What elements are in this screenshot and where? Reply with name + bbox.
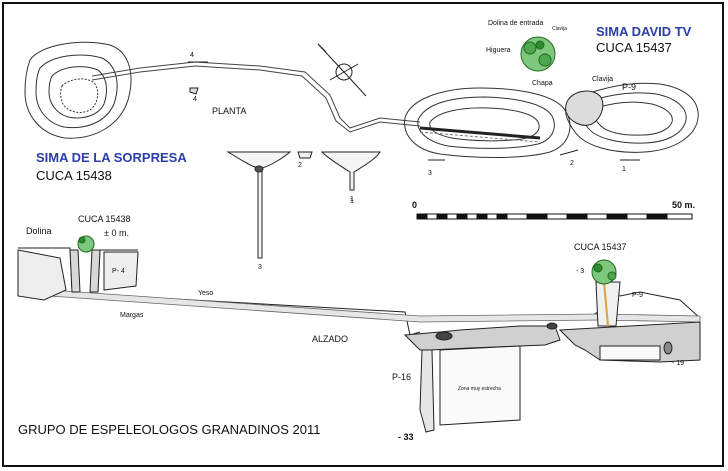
elev-cuca-left: CUCA 15438: [78, 214, 131, 224]
plan-clavija-right: Clavija: [592, 76, 614, 83]
section-profiles: [226, 151, 381, 259]
elev-cuca-right: CUCA 15437: [574, 242, 627, 252]
elev-dolina: Dolina: [26, 226, 52, 236]
david-pit-shaft: [595, 281, 621, 327]
plan-chapa: Chapa: [532, 80, 553, 87]
elev-p4: P- 4: [112, 268, 125, 275]
elev-p9: P-9: [632, 292, 643, 299]
sorpresa-elevation: [17, 249, 139, 301]
section-view-1: 1: [350, 196, 354, 203]
plan-tree-icon: [520, 36, 556, 72]
scale-bar: [416, 213, 693, 220]
plan-pit-label: P-9: [622, 82, 637, 92]
section-4-label: 4: [193, 96, 197, 103]
elev-p16: P-16: [392, 372, 412, 382]
elev-minus3: - 3: [576, 268, 585, 275]
right-tree-icon: [591, 259, 617, 285]
section-number-2: 2: [570, 160, 574, 167]
sorpresa-dolina-contours: [24, 41, 132, 139]
plan-section-markers: [188, 61, 640, 161]
elev-minus19: - 19: [672, 360, 685, 367]
scale-end: 50 m.: [672, 200, 696, 210]
scale-start: 0: [412, 200, 418, 210]
david-name: SIMA DAVID TV: [596, 24, 692, 39]
plan-passage: [91, 61, 421, 133]
footer-credit: GRUPO DE ESPELEOLOGOS GRANADINOS 2011: [18, 422, 321, 437]
elev-datum: ± 0 m.: [104, 228, 129, 238]
map-frame: [2, 2, 724, 467]
elev-zona: Zona muy estrecha: [458, 386, 501, 392]
elev-yeso: Yeso: [198, 290, 214, 297]
elev-margas: Margas: [120, 312, 144, 319]
david-plan-shaft: [419, 90, 604, 143]
elev-title: ALZADO: [312, 334, 349, 344]
section-number-1: 1: [350, 198, 354, 205]
elev-depth: - 33: [398, 432, 414, 442]
plan-title: PLANTA: [212, 106, 247, 116]
sorpresa-code: CUCA 15438: [36, 168, 112, 183]
left-tree-icon: [77, 235, 95, 253]
plan-marker-1: 1: [622, 166, 626, 173]
david-plan-contours: [404, 82, 699, 158]
section-view-3: 3: [258, 264, 262, 271]
section-number-4: 4: [190, 52, 194, 59]
elevation-formations: [435, 322, 673, 355]
section-number-3: 3: [428, 170, 432, 177]
north-arrow-icon: [317, 43, 367, 97]
sorpresa-name: SIMA DE LA SORPRESA: [36, 150, 187, 165]
section-view-2: 2: [298, 162, 302, 169]
plan-entrance-label: Dolina de entrada: [488, 20, 544, 27]
plan-clavija-top: Clavija: [552, 26, 568, 32]
plan-higuera: Higuera: [486, 47, 511, 54]
david-code: CUCA 15437: [596, 40, 672, 55]
